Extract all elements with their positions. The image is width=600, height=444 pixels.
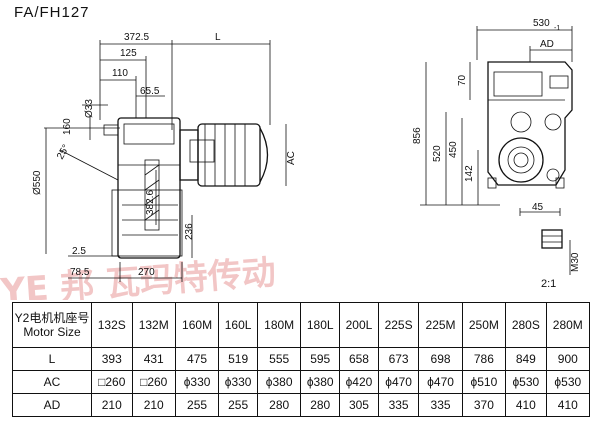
left-view: 372.5 L 125 110 65.5 Ø33 160 25° Ø550 38… <box>32 32 297 282</box>
table-cell: 658 <box>339 347 379 371</box>
motor-size-cell: 200L <box>339 302 379 348</box>
row-label: AD <box>12 393 92 417</box>
table-header-row: Y2电机机座号 Motor Size 132S 132M 160M 160L 1… <box>12 302 591 348</box>
table-cell: 698 <box>418 347 463 371</box>
svg-text:450: 450 <box>448 141 459 158</box>
table-cell: 305 <box>339 393 379 417</box>
table-cell: 410 <box>545 393 591 417</box>
table-cell: 673 <box>377 347 420 371</box>
table-cell: 335 <box>418 393 463 417</box>
svg-text:70: 70 <box>457 74 468 86</box>
table-cell: 370 <box>461 393 507 417</box>
table-cell: ϕ330 <box>174 370 220 394</box>
header-label-en: Motor Size <box>23 325 81 339</box>
svg-text:856: 856 <box>412 127 423 144</box>
table-cell: 210 <box>91 393 133 417</box>
svg-text:372.5: 372.5 <box>124 32 149 43</box>
table-cell: 431 <box>131 347 176 371</box>
table-cell: 393 <box>91 347 133 371</box>
svg-text:L: L <box>215 32 221 43</box>
table-cell: □260 <box>131 370 176 394</box>
svg-text:45: 45 <box>532 202 544 213</box>
motor-size-cell: 225S <box>377 302 420 348</box>
table-cell: □260 <box>91 370 133 394</box>
svg-text:AD: AD <box>540 39 554 50</box>
svg-text:M30: M30 <box>570 252 581 272</box>
motor-size-cell: 180M <box>256 302 302 348</box>
motor-size-cell: 160M <box>174 302 220 348</box>
table-cell: 900 <box>545 347 591 371</box>
motor-size-cell: 160L <box>218 302 258 348</box>
svg-text:78.5: 78.5 <box>70 267 90 278</box>
svg-text:382.6: 382.6 <box>145 190 156 215</box>
motor-size-cell: 225M <box>418 302 463 348</box>
table-cell: 786 <box>461 347 507 371</box>
table-cell: ϕ380 <box>256 370 302 394</box>
table-cell: 519 <box>218 347 258 371</box>
table-cell: ϕ470 <box>418 370 463 394</box>
motor-size-cell: 132M <box>131 302 176 348</box>
table-cell: 335 <box>377 393 420 417</box>
table-cell: 255 <box>218 393 258 417</box>
row-label: AC <box>12 370 92 394</box>
svg-text:160: 160 <box>62 118 73 135</box>
svg-text:142: 142 <box>464 165 475 182</box>
table-cell: 849 <box>505 347 547 371</box>
svg-text:25°: 25° <box>55 143 72 162</box>
right-view: 530 -1 AD 70 856 520 450 142 45 M30 <box>412 18 581 275</box>
svg-text:2.5: 2.5 <box>72 246 86 257</box>
header-label-cell: Y2电机机座号 Motor Size <box>12 302 92 348</box>
svg-text:125: 125 <box>120 48 137 59</box>
table-row: L 393 431 475 519 555 595 658 673 698 78… <box>12 347 591 371</box>
table-cell: ϕ530 <box>505 370 547 394</box>
table-cell: 280 <box>300 393 341 417</box>
svg-text:Ø33: Ø33 <box>84 99 95 118</box>
svg-text:65.5: 65.5 <box>140 86 160 97</box>
svg-text:110: 110 <box>112 68 128 79</box>
table-cell: 255 <box>174 393 220 417</box>
table-cell: ϕ530 <box>545 370 591 394</box>
motor-spec-table: Y2电机机座号 Motor Size 132S 132M 160M 160L 1… <box>12 302 591 417</box>
row-label: L <box>12 347 92 371</box>
motor-size-cell: 132S <box>91 302 133 348</box>
svg-text:270: 270 <box>138 267 155 278</box>
table-cell: ϕ420 <box>339 370 379 394</box>
svg-text:Ø550: Ø550 <box>32 170 43 195</box>
table-row: AD 210 210 255 255 280 280 305 335 335 3… <box>12 393 591 417</box>
motor-size-cell: 280M <box>545 302 591 348</box>
scale-label: 2:1 <box>541 278 557 290</box>
svg-text:520: 520 <box>432 145 443 162</box>
table-cell: ϕ470 <box>377 370 420 394</box>
header-label-cn: Y2电机机座号 <box>14 311 90 325</box>
drawing-title: FA/FH127 <box>14 4 90 21</box>
svg-text:236: 236 <box>184 223 195 240</box>
svg-text:530: 530 <box>533 18 550 29</box>
svg-text:AC: AC <box>286 151 297 165</box>
technical-drawing: YE 邦 瓦玛特传动 <box>0 18 581 300</box>
table-cell: 280 <box>256 393 302 417</box>
table-row: AC □260 □260 ϕ330 ϕ330 ϕ380 ϕ380 ϕ420 ϕ4… <box>12 370 591 394</box>
table-cell: 475 <box>174 347 220 371</box>
table-cell: 210 <box>131 393 176 417</box>
table-cell: 555 <box>256 347 302 371</box>
table-cell: ϕ380 <box>300 370 341 394</box>
svg-text:-1: -1 <box>554 25 560 32</box>
motor-size-cell: 250M <box>461 302 507 348</box>
table-cell: ϕ510 <box>461 370 507 394</box>
motor-size-cell: 180L <box>300 302 341 348</box>
table-cell: 410 <box>505 393 547 417</box>
motor-size-cell: 280S <box>505 302 547 348</box>
table-cell: ϕ330 <box>218 370 258 394</box>
table-cell: 595 <box>300 347 341 371</box>
